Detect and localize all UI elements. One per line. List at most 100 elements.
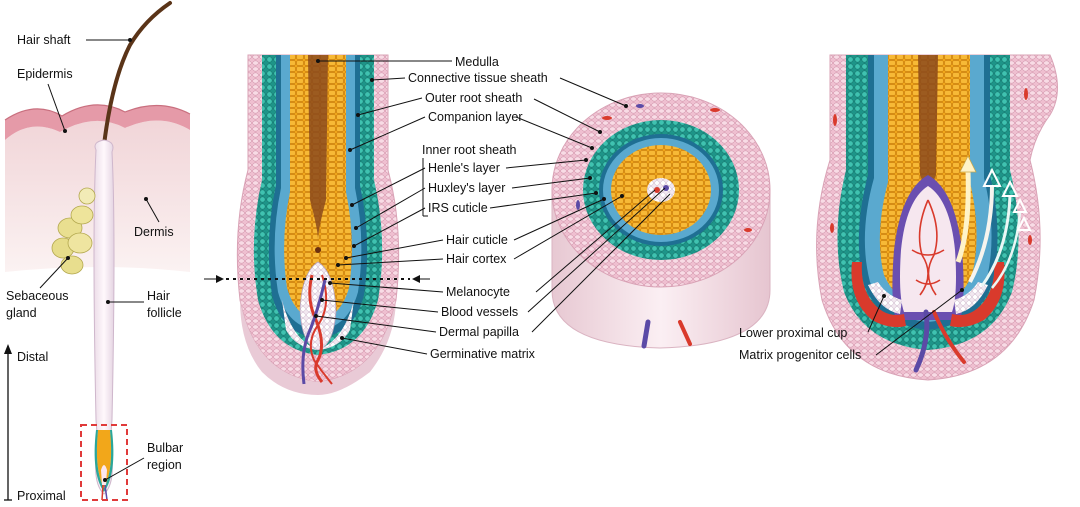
leader-outer-root-sheath (357, 97, 423, 116)
cross-section-papilla (647, 178, 675, 202)
label-hair-cortex: Hair cortex (446, 252, 507, 266)
rp-artery (932, 310, 966, 364)
dot-connective-sheath (370, 78, 374, 82)
label-germinative-matrix: Germinative matrix (430, 347, 536, 361)
sheath-vessel-1 (602, 116, 612, 120)
leader-connective-sheath (371, 77, 406, 81)
leader-bulbar (104, 457, 145, 481)
cylinder-artery (678, 320, 692, 346)
xs-leader-companion (515, 116, 593, 149)
sheath-vessel-2 (710, 108, 720, 112)
dot-henles-layer (350, 203, 354, 207)
leader-irs-cuticle (353, 207, 426, 247)
cross-section-vessel-red (654, 187, 660, 193)
label-proximal: Proximal (17, 489, 66, 503)
dot-hair-cuticle (344, 256, 348, 260)
bulb-artery-2 (309, 274, 333, 385)
label-dermis: Dermis (134, 225, 174, 239)
xs-dot-hair-cuticle (602, 197, 606, 201)
rp-sheath-vessel-2 (1024, 88, 1028, 100)
label-inner-root-sheath: Inner root sheath (422, 143, 517, 157)
xs-leader-dermal-papilla (531, 193, 671, 333)
overview-bulb (96, 430, 112, 488)
overview-vessel-2 (104, 484, 108, 501)
bulb-melanocyte (315, 247, 321, 253)
leader-epidermis (47, 83, 66, 132)
sheath-vessel-4 (744, 228, 752, 232)
label-companion-layer: Companion layer (428, 110, 523, 124)
overview-panel: Hair shaft Epidermis Dermis Sebaceous gl… (4, 1, 191, 503)
label-epidermis: Epidermis (17, 67, 73, 81)
label-hair-cuticle: Hair cuticle (446, 233, 508, 247)
leader-huxleys-layer (355, 187, 426, 229)
bulb-artery (308, 274, 324, 383)
hair-shaft (102, 1, 172, 147)
cross-section-panel (489, 77, 771, 349)
dot-melanocyte (328, 281, 332, 285)
leader-blood-vessels (321, 299, 439, 313)
label-lower-proximal-cup: Lower proximal cup (739, 326, 847, 340)
leader-dermis (145, 198, 160, 223)
leader-henles-layer (351, 167, 426, 206)
xs-dot-ors (598, 130, 602, 134)
leader-melanocyte (329, 282, 444, 293)
label-dermal-papilla: Dermal papilla (439, 325, 519, 339)
bulb-vein (301, 279, 327, 385)
bulb-section-panel: Medulla Connective tissue sheath Outer r… (204, 54, 548, 395)
leader-companion-layer (349, 116, 426, 151)
label-blood-vessels: Blood vessels (441, 305, 518, 319)
xs-dot-irs-cuticle (594, 191, 598, 195)
bulbar-region-box (80, 424, 128, 501)
xs-leader-hair-cuticle (513, 198, 605, 241)
dot-hair-cortex (336, 263, 340, 267)
leader-hair-cuticle (345, 239, 444, 259)
xs-dot-companion (590, 146, 594, 150)
label-outer-root-sheath: Outer root sheath (425, 91, 522, 105)
label-hair-shaft: Hair shaft (17, 33, 71, 47)
xs-leader-connective (559, 77, 627, 107)
dot-sebaceous (66, 256, 70, 260)
label-sebaceous-2: gland (6, 306, 37, 320)
label-bulbar-1: Bulbar (147, 441, 183, 455)
leader-sebaceous (39, 257, 69, 289)
xs-leader-hair-cortex (513, 195, 623, 260)
sebaceous-gland (51, 187, 96, 275)
leader-germinative-matrix (341, 337, 428, 355)
sheath-vessel-3 (576, 200, 580, 210)
label-hair-follicle-1: Hair (147, 289, 170, 303)
bulb-section-shadow (240, 300, 396, 395)
dot-lower-proximal-cup (882, 294, 886, 298)
bulb-germinative-matrix (282, 300, 318, 350)
rp-migration-arrows (955, 155, 1032, 289)
label-distal: Distal (17, 350, 48, 364)
dot-epidermis (63, 129, 67, 133)
label-matrix-progenitor-cells: Matrix progenitor cells (739, 348, 861, 362)
dot-matrix-progenitor (960, 288, 964, 292)
leader-dermal-papilla (315, 315, 437, 333)
xs-leader-huxley (511, 177, 591, 189)
xs-leader-melanocyte (535, 189, 656, 293)
progenitor-panel: Lower proximal cup Matrix progenitor cel… (739, 54, 1058, 381)
dot-hair-shaft (128, 38, 132, 42)
rp-matrix-cells-right (954, 282, 988, 314)
dot-huxleys-layer (354, 226, 358, 230)
sheath-vessel-5 (636, 104, 644, 108)
label-bulbar-2: region (147, 458, 182, 472)
leader-hair-cortex (337, 258, 444, 266)
dot-outer-root-sheath (356, 113, 360, 117)
dot-companion-layer (348, 148, 352, 152)
rp-lower-proximal-cup-right (950, 262, 1005, 328)
label-melanocyte: Melanocyte (446, 285, 510, 299)
leader-matrix-progenitor (875, 289, 963, 356)
xs-leader-henle (505, 159, 587, 169)
dot-blood-vessels (320, 298, 324, 302)
dot-dermal-papilla (314, 314, 318, 318)
label-henles-layer: Henle's layer (428, 161, 500, 175)
rp-dermal-papilla (900, 186, 956, 312)
xs-leader-irs-cuticle (489, 192, 597, 209)
rp-sheath-vessel-1 (833, 114, 837, 126)
dot-hair-follicle (106, 300, 110, 304)
rp-medulla (918, 55, 938, 205)
epidermis-band (5, 104, 190, 140)
